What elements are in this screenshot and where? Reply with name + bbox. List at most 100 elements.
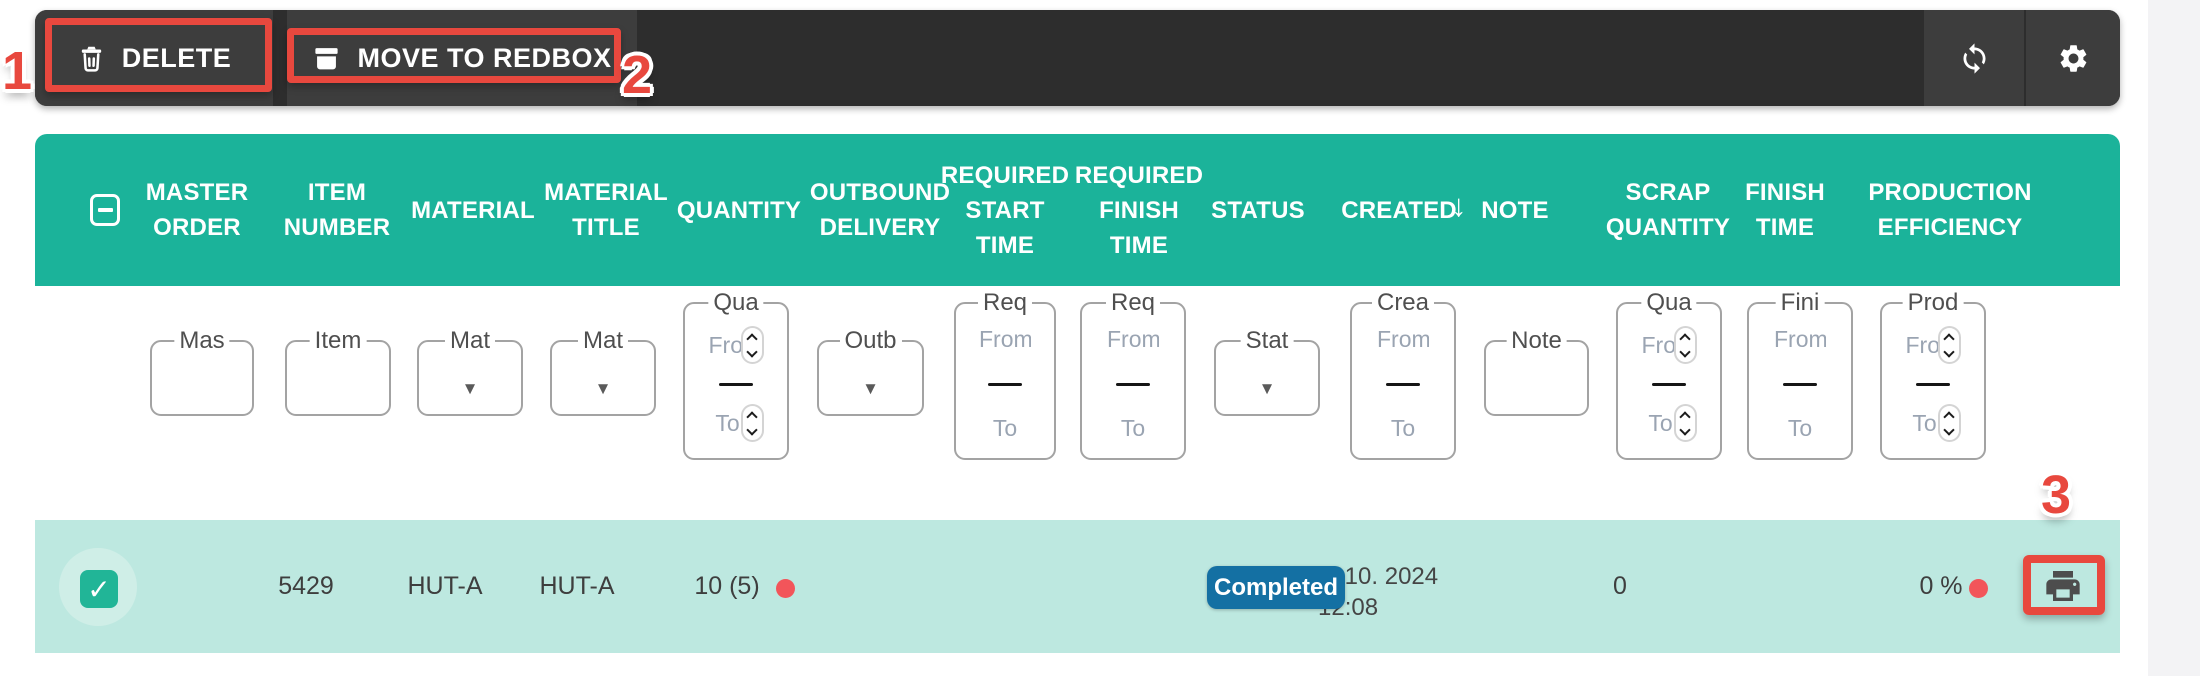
production-efficiency-from-input[interactable] [1905, 331, 1944, 359]
printer-icon [2046, 571, 2080, 601]
stepper-down-icon[interactable] [1943, 423, 1955, 436]
table-row[interactable]: ✓ 5429 HUT-A HUT-A 10 (5) Completed 4. 1… [35, 520, 2120, 653]
header-line: NUMBER [283, 214, 391, 241]
refresh-icon [1963, 42, 1985, 74]
indeterminate-checkbox-icon [90, 194, 120, 226]
column-header-status[interactable]: STATUS [1198, 134, 1318, 286]
stepper-down-icon[interactable] [746, 423, 758, 436]
header-line: QUANTITY [676, 196, 802, 224]
delete-button-label: DELETE [121, 42, 232, 73]
required-start-from-input[interactable] [979, 326, 1031, 353]
number-stepper[interactable] [1937, 326, 1961, 364]
dropdown-arrow-icon[interactable]: ▼ [461, 379, 479, 398]
move-to-redbox-button[interactable]: MOVE TO REDBOX [287, 10, 637, 106]
quantity-to-input[interactable] [708, 409, 747, 437]
column-header-required-start-time[interactable]: REQUIRED START TIME [940, 134, 1070, 286]
stepper-down-icon[interactable] [1679, 423, 1691, 436]
stepper-down-icon[interactable] [1943, 345, 1955, 358]
filter-label: Prod [1902, 289, 1964, 316]
stepper-up-icon[interactable] [1943, 332, 1955, 345]
range-divider [988, 382, 1022, 386]
required-finish-from-input[interactable] [1107, 326, 1159, 353]
header-line: DELIVERY [819, 214, 941, 241]
column-header-required-finish-time[interactable]: REQUIRED FINISH TIME [1074, 134, 1204, 286]
number-stepper[interactable] [740, 404, 764, 442]
scrap-quantity-to-input[interactable] [1641, 409, 1680, 437]
efficiency-alert-dot [1969, 579, 1988, 598]
filter-status[interactable]: Stat ▼ [1214, 327, 1320, 416]
stepper-up-icon[interactable] [746, 332, 758, 345]
stepper-up-icon[interactable] [1679, 332, 1691, 345]
table-header: MASTER ORDER ITEM NUMBER MATERIAL MATERI… [35, 134, 2120, 286]
header-line: SCRAP [1625, 179, 1711, 206]
filter-label: Req [1105, 289, 1161, 316]
cell-material-title: HUT-A [539, 572, 615, 600]
header-line: START [965, 196, 1045, 224]
scrap-quantity-from-input[interactable] [1641, 331, 1680, 359]
created-to-input[interactable] [1377, 415, 1429, 442]
stepper-up-icon[interactable] [1943, 410, 1955, 423]
master-order-filter-input[interactable] [160, 352, 244, 404]
refresh-button[interactable] [1924, 10, 2024, 106]
stepper-down-icon[interactable] [746, 345, 758, 358]
required-start-to-input[interactable] [979, 415, 1031, 442]
selection-toolbar: DELETE MOVE TO REDBOX [35, 10, 2120, 106]
note-filter-input[interactable] [1494, 352, 1579, 404]
print-button[interactable] [2038, 561, 2088, 611]
quantity-from-input[interactable] [708, 331, 747, 359]
number-stepper[interactable] [1673, 326, 1697, 364]
stepper-down-icon[interactable] [1679, 345, 1691, 358]
dropdown-arrow-icon[interactable]: ▼ [862, 379, 879, 398]
dropdown-arrow-icon[interactable]: ▼ [594, 379, 612, 398]
column-header-item-number[interactable]: ITEM NUMBER [277, 134, 397, 286]
filter-label: Fini [1775, 289, 1825, 316]
header-line: ORDER [153, 214, 241, 241]
row-checkbox[interactable]: ✓ [80, 570, 118, 608]
filter-item-number: Item [285, 327, 391, 416]
column-header-scrap-quantity[interactable]: SCRAP QUANTITY [1598, 134, 1738, 286]
filter-label: Mas [174, 327, 230, 354]
header-line: REQUIRED [940, 161, 1070, 189]
header-line: CREATED [1341, 196, 1457, 224]
range-divider [1116, 382, 1150, 386]
column-header-master-order[interactable]: MASTER ORDER [136, 134, 258, 286]
header-line: NOTE [1481, 196, 1549, 224]
column-header-material[interactable]: MATERIAL [411, 134, 535, 286]
stepper-up-icon[interactable] [746, 410, 758, 423]
filter-material[interactable]: Mat ▼ [417, 327, 523, 416]
production-efficiency-to-input[interactable] [1905, 409, 1944, 437]
filter-material-title[interactable]: Mat ▼ [550, 327, 656, 416]
number-stepper[interactable] [740, 326, 764, 364]
created-from-input[interactable] [1377, 326, 1429, 353]
column-header-outbound-delivery[interactable]: OUTBOUND DELIVERY [808, 134, 952, 286]
number-stepper[interactable] [1937, 404, 1961, 442]
range-divider [1783, 382, 1817, 386]
header-line: OUTBOUND [809, 179, 951, 206]
dropdown-arrow-icon[interactable]: ▼ [1258, 379, 1276, 398]
status-badge: Completed [1207, 566, 1345, 609]
required-finish-to-input[interactable] [1107, 415, 1159, 442]
sort-desc-icon[interactable]: ↓ [1451, 188, 1467, 223]
finish-time-from-input[interactable] [1774, 326, 1826, 353]
filter-required-finish-time: Req [1080, 289, 1186, 460]
filter-production-efficiency: Prod [1880, 289, 1986, 460]
stepper-up-icon[interactable] [1679, 410, 1691, 423]
cell-production-efficiency: 0 % [1919, 572, 1963, 600]
filter-label: Crea [1371, 289, 1435, 316]
select-all-checkbox[interactable] [60, 134, 150, 286]
filter-outbound-delivery[interactable]: Outb ▼ [817, 327, 924, 416]
column-header-created[interactable]: CREATED [1339, 134, 1459, 286]
column-header-note[interactable]: NOTE [1457, 134, 1573, 286]
filter-label: Item [309, 327, 367, 354]
header-line: REQUIRED [1074, 161, 1204, 189]
filter-created: Crea [1350, 289, 1456, 460]
item-number-filter-input[interactable] [295, 352, 381, 404]
column-header-finish-time[interactable]: FINISH TIME [1725, 134, 1845, 286]
finish-time-to-input[interactable] [1774, 415, 1826, 442]
delete-button[interactable]: DELETE [35, 10, 273, 106]
column-header-production-efficiency[interactable]: PRODUCTION EFFICIENCY [1868, 134, 2031, 286]
column-header-material-title[interactable]: MATERIAL TITLE [544, 134, 668, 286]
number-stepper[interactable] [1673, 404, 1697, 442]
settings-button[interactable] [2026, 10, 2120, 106]
column-header-quantity[interactable]: QUANTITY [676, 134, 802, 286]
